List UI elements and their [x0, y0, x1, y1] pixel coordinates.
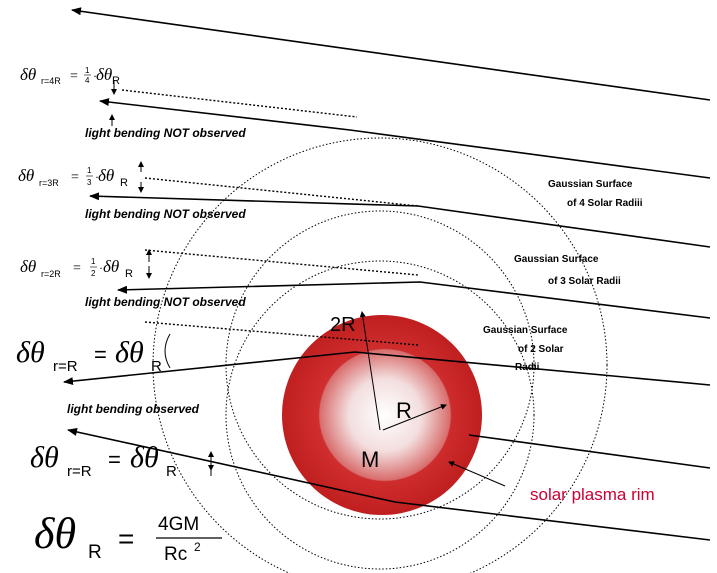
formula-rR-lower: δθ r=R = δθ R [30, 441, 177, 480]
deflection-arc-r1 [164, 333, 171, 369]
delta-theta-symbol: δθ [30, 441, 59, 474]
fraction-numerator: 4GM [158, 514, 199, 535]
formula-r3: δθ r=3R = 1 3 · δθ R [18, 166, 128, 189]
formula-r4-rhs-subscript: R [112, 75, 120, 87]
formula-rR-rhs-subscript: R [151, 358, 162, 375]
fraction-numerator: 1 [87, 166, 92, 175]
delta-theta-symbol: δθ [115, 336, 144, 369]
delta-theta-symbol: δθ [20, 65, 36, 84]
light-ray-r2 [117, 281, 711, 319]
label-radius-2r: 2R [330, 314, 356, 336]
fraction-denominator: 4 [85, 76, 90, 85]
label-not-observed-r2: light bending NOT observed [85, 295, 246, 309]
formula-r3-rhs-subscript: R [120, 177, 128, 189]
reference-line-r4 [121, 89, 358, 118]
formula-r4-subscript: r=4R [41, 76, 61, 86]
formula-main-subscript: R [88, 542, 102, 563]
delta-theta-symbol: δθ [18, 166, 34, 185]
sun-core [318, 348, 452, 482]
delta-theta-symbol: δθ [96, 65, 112, 84]
radius-2r-line [359, 311, 381, 431]
fraction-numerator: 1 [91, 257, 96, 266]
light-ray-r1 [63, 351, 711, 386]
delta-theta-symbol: δθ [20, 257, 36, 276]
light-ray-bottom [67, 428, 711, 541]
formula-r2-rhs-subscript: R [125, 268, 133, 280]
gauss2-label-line2: of 2 Solar [518, 344, 564, 355]
gaussian-surface-4r [152, 137, 608, 573]
multiply-dot: · [93, 69, 97, 83]
light-ray-r4 [99, 98, 711, 179]
equals-sign: = [70, 69, 78, 84]
delta-theta-symbol: δθ [98, 166, 114, 185]
formula-main: δθ R = 4GM Rc 2 [34, 509, 222, 565]
label-plasma-rim: solar plasma rim [530, 485, 655, 504]
gauss3-label-line1: Gaussian Surface [514, 254, 599, 265]
gauss2-label-line1: Gaussian Surface [483, 325, 568, 336]
label-not-observed-r4: light bending NOT observed [85, 126, 246, 140]
delta-theta-symbol: δθ [34, 509, 76, 558]
formula-rR-subscript: r=R [53, 358, 78, 375]
formula-r4: δθ r=4R = 1 4 · δθ R [20, 65, 120, 87]
light-ray-top [71, 7, 711, 101]
label-radius-r: R [396, 398, 412, 423]
equals-sign: = [94, 342, 107, 367]
equals-sign: = [73, 261, 81, 276]
equals-sign: = [118, 523, 134, 554]
gauss4-label-line2: of 4 Solar Radiii [567, 198, 643, 209]
equals-sign: = [71, 170, 79, 185]
label-not-observed-r3: light bending NOT observed [85, 207, 246, 221]
formula-rR-upper: δθ r=R = δθ R [16, 336, 162, 375]
label-mass: M [361, 447, 379, 472]
fraction-denominator-exponent: 2 [194, 540, 201, 554]
delta-theta-symbol: δθ [130, 441, 159, 474]
formula-rR-rhs-subscript: R [166, 463, 177, 480]
plasma-rim-pointer [448, 461, 506, 487]
multiply-dot: · [95, 170, 99, 184]
reference-line-r2 [144, 249, 419, 276]
delta-theta-symbol: δθ [16, 336, 45, 369]
label-observed: light bending observed [67, 402, 200, 416]
light-ray-grazing [468, 434, 711, 469]
delta-theta-symbol: δθ [103, 257, 119, 276]
multiply-dot: · [99, 261, 103, 275]
formula-r2-subscript: r=2R [41, 269, 61, 279]
fraction-numerator: 1 [85, 66, 90, 75]
light-ray-r3 [89, 192, 711, 248]
gaussian-surface-2r [225, 260, 535, 570]
equals-sign: = [108, 447, 121, 472]
fraction-denominator: Rc [164, 544, 187, 565]
formula-r3-subscript: r=3R [39, 178, 59, 188]
gauss3-label-line2: of 3 Solar Radii [548, 276, 621, 287]
radius-r-line [382, 404, 447, 431]
gauss2-label-line3: Radii [515, 362, 540, 373]
fraction-denominator: 3 [87, 178, 92, 187]
formula-r2: δθ r=2R = 1 2 · δθ R [20, 257, 133, 280]
reference-line-r1 [144, 321, 419, 346]
formula-rR-subscript: r=R [67, 463, 92, 480]
gauss4-label-line1: Gaussian Surface [548, 179, 633, 190]
fraction-denominator: 2 [91, 269, 96, 278]
reference-line-r3 [144, 177, 419, 207]
